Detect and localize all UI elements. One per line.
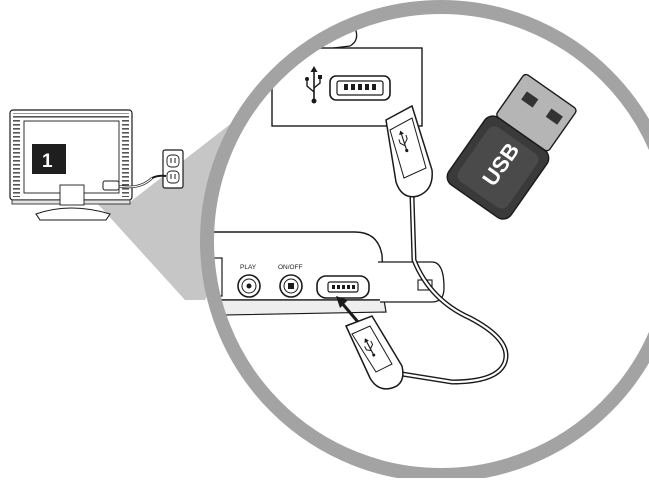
usb-port-socket	[330, 76, 390, 100]
play-label: PLAY	[240, 264, 257, 271]
step-number: 1	[42, 151, 53, 172]
on-off-label: ON/OFF	[278, 264, 303, 271]
play-button[interactable]	[238, 275, 260, 297]
on-off-button[interactable]	[280, 275, 302, 297]
device-usb-port[interactable]	[317, 276, 369, 298]
